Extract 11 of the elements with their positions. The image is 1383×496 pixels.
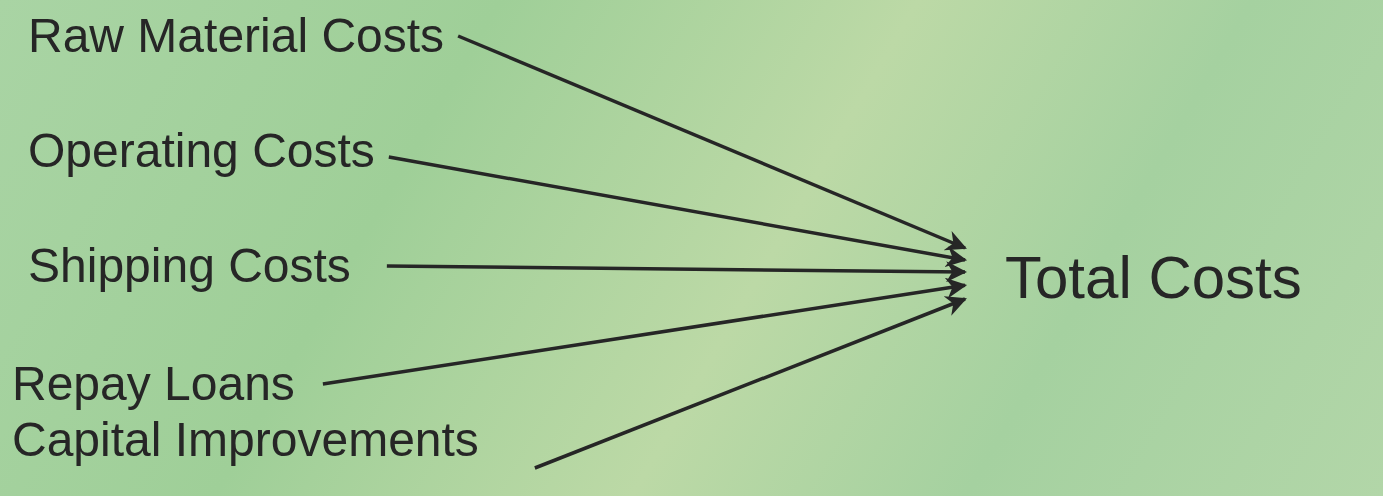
arrow bbox=[322, 277, 968, 386]
arrow bbox=[457, 34, 967, 251]
node-label: Capital Improvements bbox=[12, 416, 479, 464]
arrow bbox=[534, 296, 967, 470]
node-label: Operating Costs bbox=[28, 127, 375, 175]
arrow bbox=[386, 261, 968, 283]
arrow bbox=[388, 155, 968, 267]
node-label: Shipping Costs bbox=[28, 242, 351, 290]
node-label: Repay Loans bbox=[12, 360, 295, 408]
node-label: Raw Material Costs bbox=[28, 12, 445, 60]
node-label: Total Costs bbox=[965, 248, 1302, 308]
